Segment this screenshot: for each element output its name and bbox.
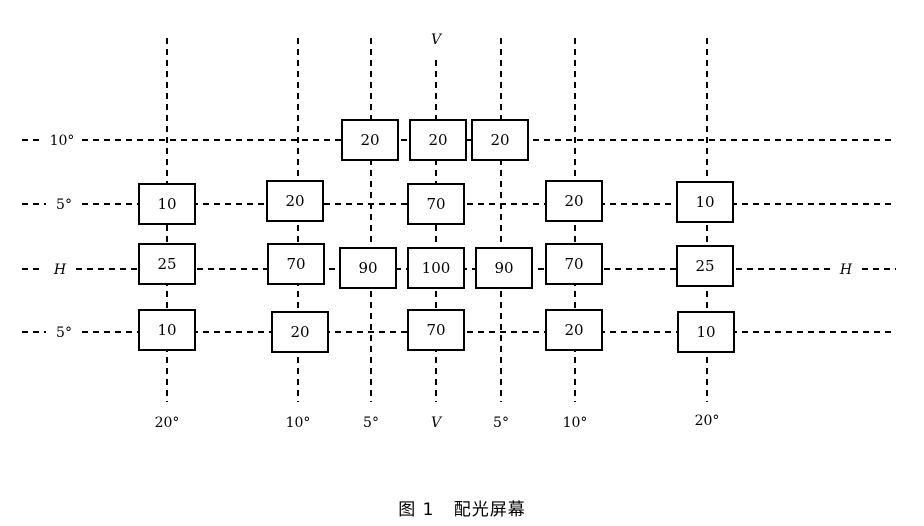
svg-text:90: 90	[358, 259, 377, 277]
svg-text:70: 70	[426, 321, 445, 339]
svg-text:20: 20	[428, 131, 447, 149]
row-label-5-up: 5°	[56, 197, 72, 213]
svg-text:10: 10	[157, 195, 176, 213]
row-label-10: 10°	[50, 133, 75, 149]
svg-text:10: 10	[157, 321, 176, 339]
column-label-20-left: 20°	[155, 415, 180, 431]
v-axis-label-bottom: V	[431, 415, 443, 431]
svg-text:10: 10	[696, 323, 715, 341]
h-axis-label-left: H	[53, 262, 67, 278]
svg-text:20: 20	[564, 321, 583, 339]
cell-5d-10r: 20	[545, 309, 603, 351]
horizontal-grid-lines	[22, 139, 896, 333]
cell-5u-10l: 20	[266, 180, 324, 222]
cell-10-5r: 20	[471, 119, 529, 161]
figure-caption: 图 1 配光屏幕	[398, 500, 525, 520]
cell-h-v: 100	[407, 247, 465, 289]
cell-h-10r: 70	[545, 243, 603, 285]
h-axis-label-right: H	[839, 262, 853, 278]
column-label-20-right: 20°	[695, 413, 720, 429]
cell-h-5r: 90	[475, 247, 533, 289]
column-label-5-right: 5°	[493, 415, 509, 431]
cell-5u-20r: 10	[676, 181, 734, 223]
svg-text:25: 25	[157, 255, 176, 273]
svg-text:20: 20	[490, 131, 509, 149]
svg-text:100: 100	[422, 259, 451, 277]
cell-h-20r: 25	[676, 245, 734, 287]
row-label-5-down: 5°	[56, 325, 72, 341]
column-label-5-left: 5°	[363, 415, 379, 431]
svg-text:20: 20	[290, 323, 309, 341]
svg-text:20: 20	[360, 131, 379, 149]
cell-h-10l: 70	[267, 243, 325, 285]
svg-text:70: 70	[286, 255, 305, 273]
svg-text:20: 20	[285, 192, 304, 210]
cell-h-5l: 90	[339, 247, 397, 289]
svg-text:20: 20	[564, 192, 583, 210]
cell-5d-20l: 10	[138, 309, 196, 351]
cell-10-5l: 20	[341, 119, 399, 161]
svg-text:70: 70	[564, 255, 583, 273]
cell-5d-20r: 10	[677, 311, 735, 353]
svg-text:70: 70	[426, 195, 445, 213]
cell-5d-v: 70	[407, 309, 465, 351]
column-label-10-left: 10°	[286, 415, 311, 431]
v-axis-label-top: V	[431, 32, 443, 48]
cell-5d-10l: 20	[271, 311, 329, 353]
cell-h-20l: 25	[138, 243, 196, 285]
svg-text:10: 10	[695, 193, 714, 211]
cell-10-v: 20	[409, 119, 467, 161]
cell-5u-10r: 20	[545, 180, 603, 222]
cell-5u-v: 70	[407, 183, 465, 225]
svg-text:25: 25	[695, 257, 714, 275]
svg-text:90: 90	[494, 259, 513, 277]
cell-5u-20l: 10	[138, 183, 196, 225]
column-label-10-right: 10°	[563, 415, 588, 431]
